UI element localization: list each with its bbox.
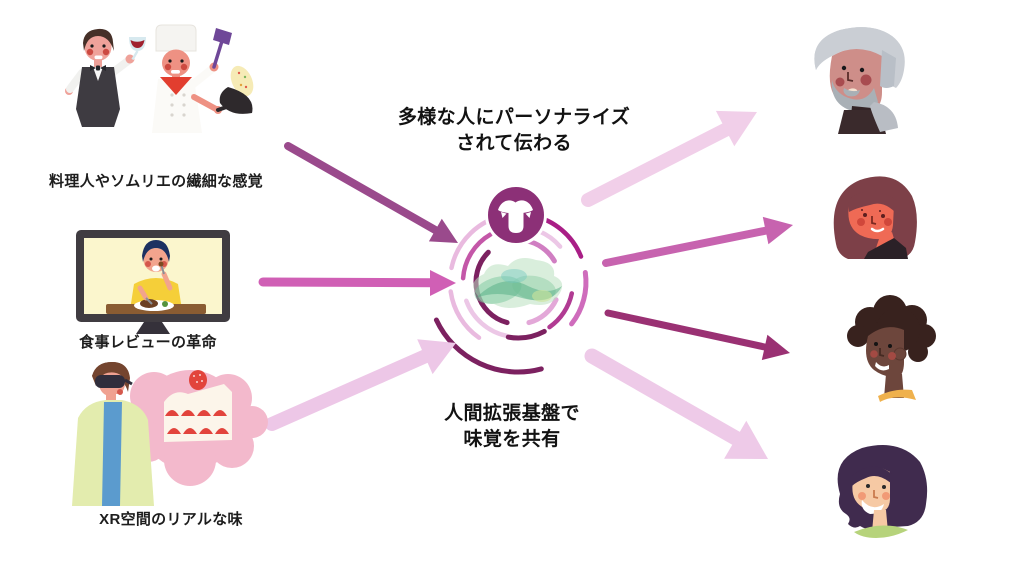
source-label-food-review: 食事レビューの革命 <box>79 334 217 351</box>
avatar-woman-purple-hair <box>837 445 928 538</box>
avatar-man-afro <box>847 295 936 402</box>
tongue-icon <box>485 184 547 246</box>
taste-core-blob <box>473 258 563 308</box>
arrow-vr-to-center <box>265 339 456 431</box>
center-top-caption-line1: 多様な人にパーソナライズ <box>397 107 631 128</box>
arrow-center-to-woman-brown <box>602 216 793 267</box>
tv-review-illustration <box>76 230 230 334</box>
chef-sommelier-illustration <box>65 24 254 133</box>
center-top-caption-line2: されて伝わる <box>456 133 572 154</box>
arrow-chef-to-center <box>284 142 458 243</box>
arrow-center-to-man-afro <box>604 309 790 361</box>
center-bottom-caption-line1: 人間拡張基盤で <box>444 403 580 424</box>
arrow-center-to-elderly-man <box>581 110 757 207</box>
arrow-center-to-woman-purple <box>584 348 768 459</box>
center-bottom-caption: 人間拡張基盤で 味覚を共有 <box>444 401 580 453</box>
center-emblem <box>433 184 589 375</box>
avatar-woman-brown-hair <box>833 176 917 259</box>
arrow-tv-to-center <box>258 270 456 296</box>
avatar-elderly-man <box>814 27 905 134</box>
source-label-xr-space: XR空間のリアルな味 <box>99 511 243 528</box>
shortcake-icon <box>164 370 232 442</box>
center-bottom-caption-line2: 味覚を共有 <box>463 429 561 450</box>
source-label-chef-sommelier: 料理人やソムリエの繊細な感覚 <box>49 173 263 190</box>
vr-cake-illustration <box>72 362 268 506</box>
center-top-caption: 多様な人にパーソナライズ されて伝わる <box>398 105 630 157</box>
